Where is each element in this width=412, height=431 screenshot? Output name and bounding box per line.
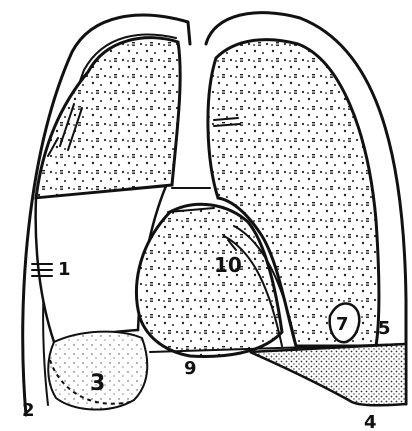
label-5: 5 (378, 318, 391, 339)
label-9: 9 (184, 358, 197, 379)
left-lung-upper (36, 38, 180, 198)
label-1: 1 (58, 259, 71, 280)
label-7: 7 (336, 314, 349, 335)
label-10: 10 (214, 253, 242, 277)
right-base-effusion (250, 344, 406, 405)
label-2: 2 (22, 400, 35, 421)
label-4: 4 (364, 412, 377, 431)
label-3: 3 (90, 371, 105, 396)
